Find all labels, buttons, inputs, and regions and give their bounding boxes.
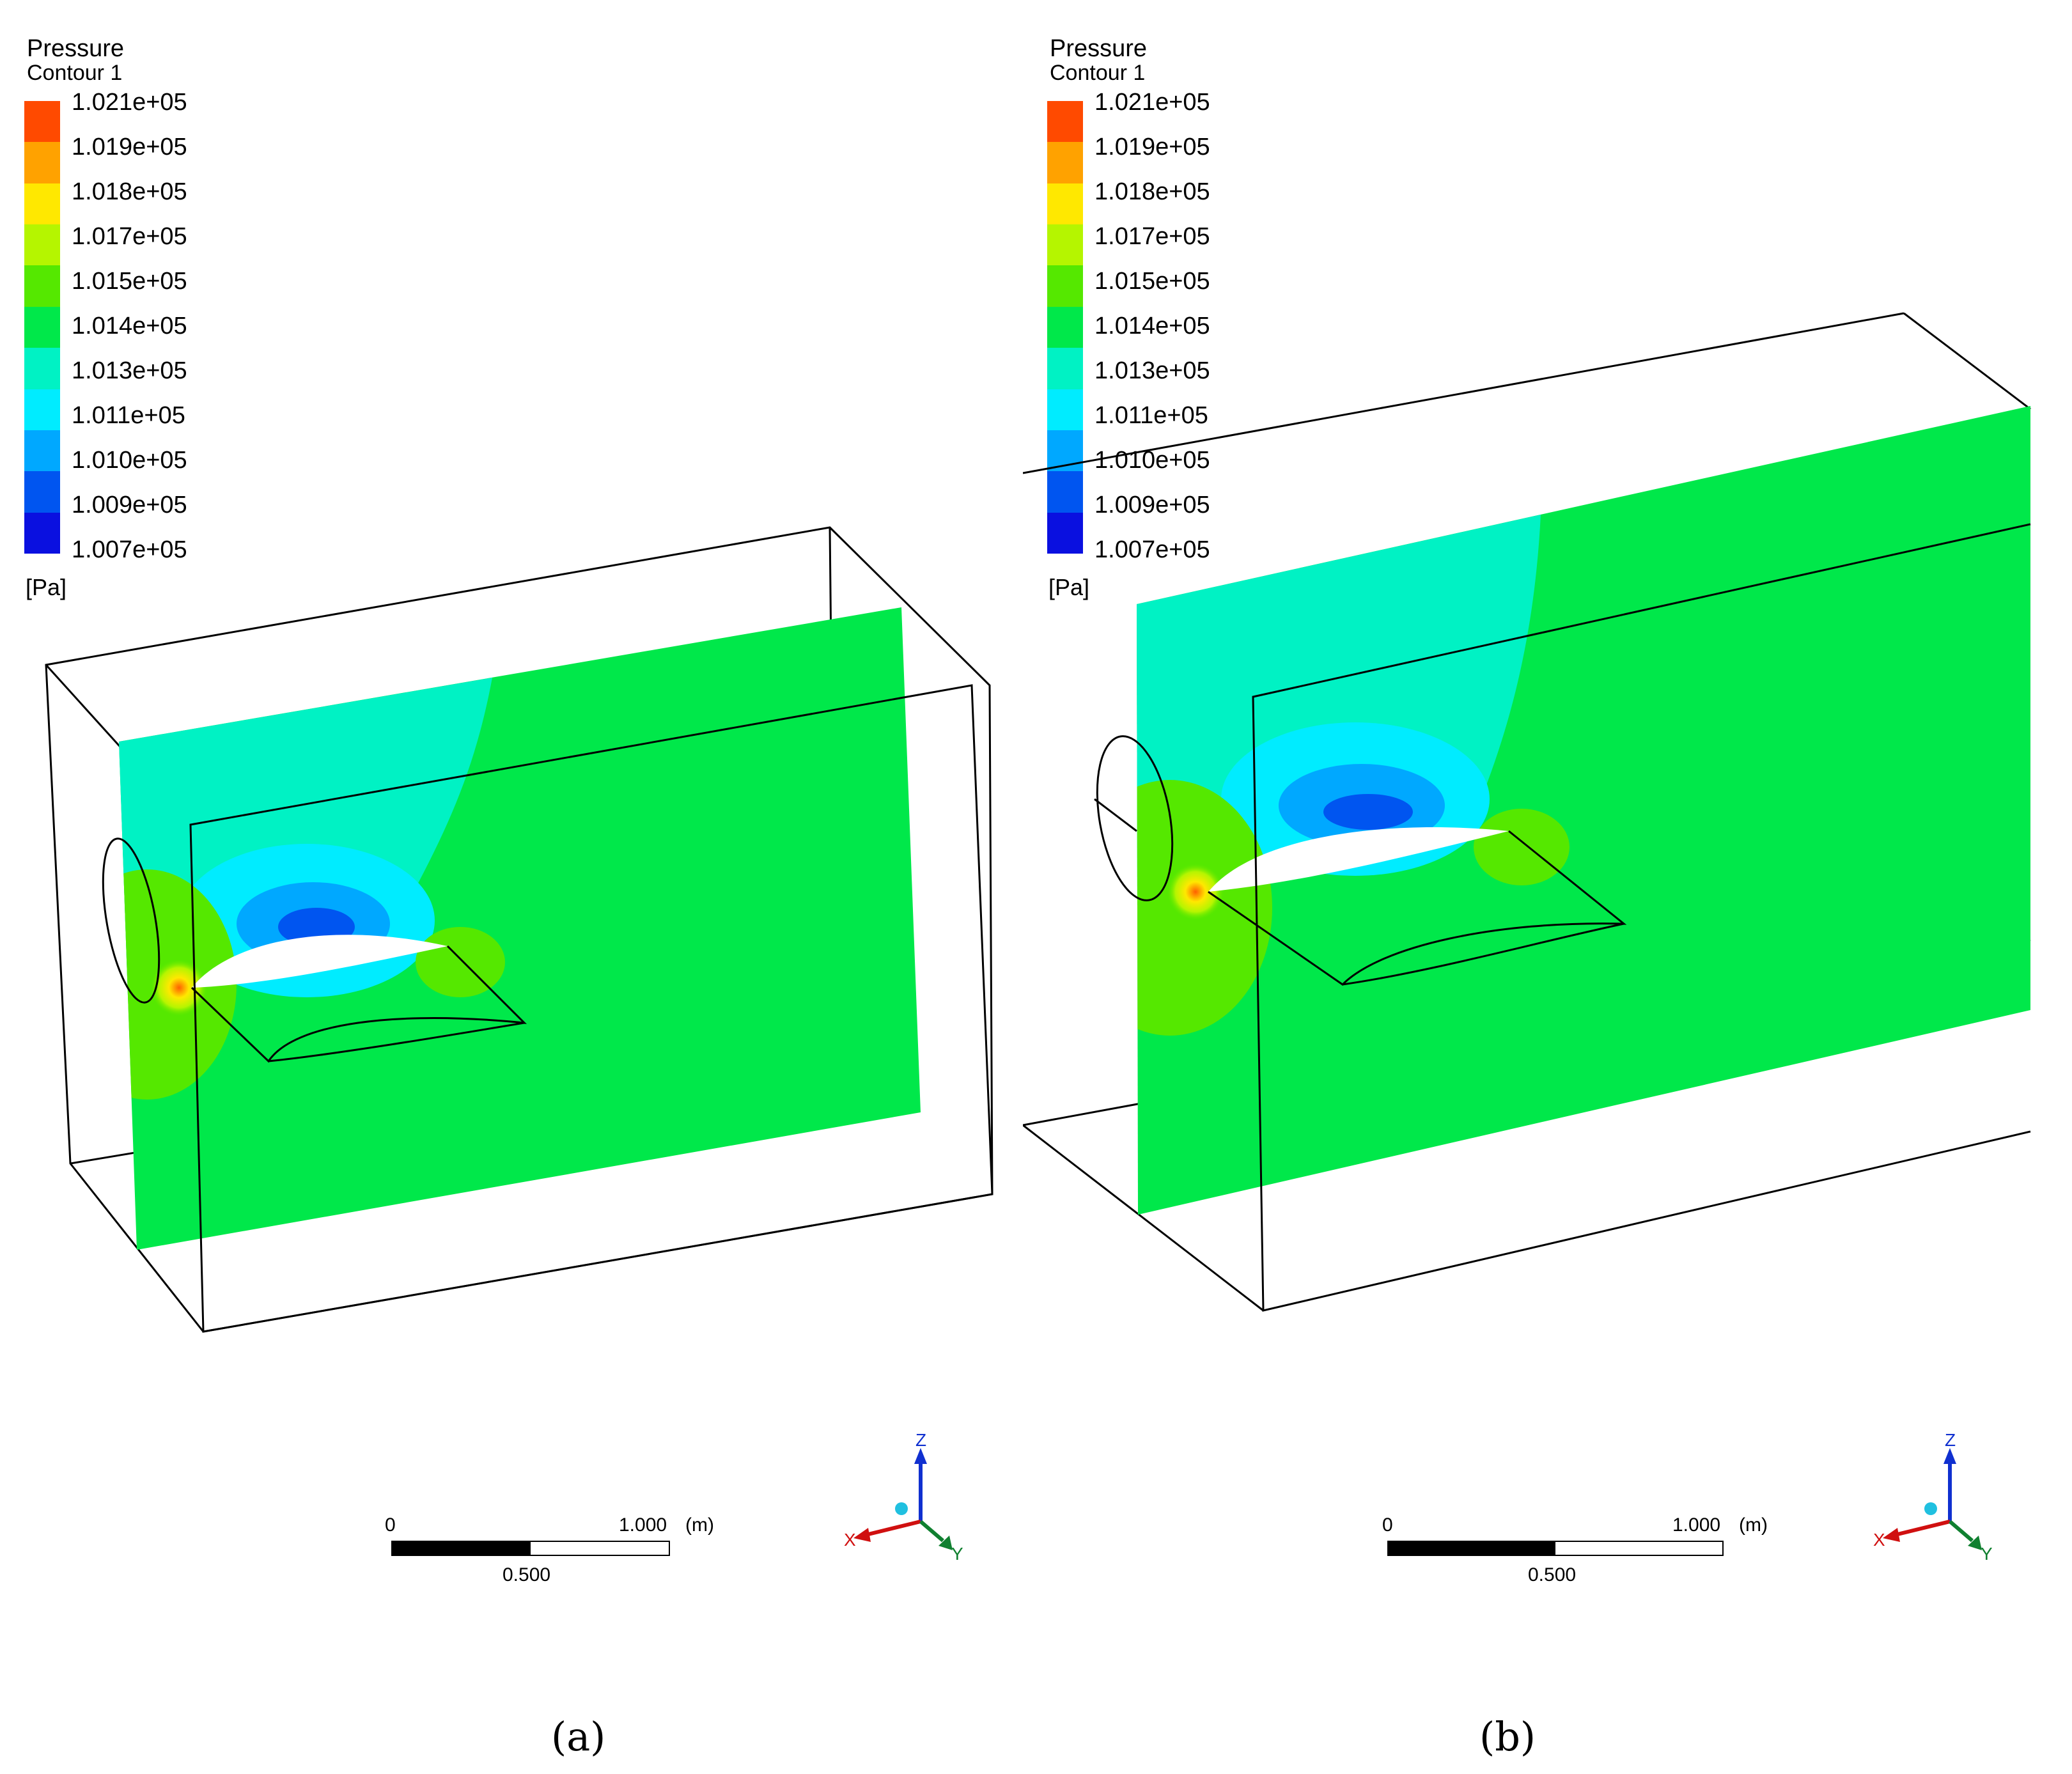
scale-unit-label: (m) [1739,1514,1768,1536]
legend-label: 1.014e+05 [1094,313,1210,339]
legend-subtitle: Contour 1 [1050,61,1146,85]
airfoil-section [192,935,448,988]
legend-color-band [1047,101,1083,143]
legend-label: 1.013e+05 [72,357,187,384]
legend-color-band [24,348,60,389]
legend-label: 1.011e+05 [72,402,185,429]
legend-label: 1.013e+05 [1094,357,1210,384]
legend-label: 1.010e+05 [72,447,187,474]
airfoil-section [1208,827,1509,892]
axis-y-label: Y [951,1544,963,1564]
scale-bar [391,1541,670,1556]
legend-color-band [24,512,60,554]
legend-label: 1.015e+05 [72,268,187,295]
legend-label: 1.007e+05 [72,536,187,563]
legend-color-band [1047,348,1083,389]
legend-unit: [Pa] [26,574,67,600]
axis-z-label: Z [1945,1432,1956,1450]
axis-y-label: Y [1981,1544,1993,1564]
scale-end-label: 1.000 [1672,1514,1721,1536]
domain-front-face [1252,523,2031,1312]
axis-triad: Z X Y [1873,1432,1993,1564]
axis-x-label: X [1873,1530,1885,1550]
legend-color-band [24,430,60,472]
legend-title: Pressure [27,35,125,62]
axis-triad: Z X Y [844,1432,963,1564]
legend-unit: [Pa] [1048,574,1090,600]
legend-label: 1.019e+05 [1094,134,1210,160]
panel-b: Pressure Contour 1 1.021e+05 1.019e+05 1… [1023,0,2046,1774]
legend-label: 1.009e+05 [1094,492,1210,518]
legend-color-bar [1047,101,1083,554]
scale-start-label: 0 [1382,1514,1393,1536]
legend-color-band [1047,471,1083,513]
panel-caption: (a) [551,1713,606,1760]
legend-label: 1.019e+05 [72,134,187,160]
legend-subtitle: Contour 1 [27,61,123,85]
legend-label: 1.007e+05 [1094,536,1210,563]
scale-end-label: 1.000 [619,1514,667,1536]
scale-start-label: 0 [385,1514,396,1536]
legend-label: 1.010e+05 [1094,447,1210,474]
legend-color-band [1047,389,1083,430]
axis-x-label: X [844,1530,856,1550]
legend-color-band [1047,306,1083,348]
legend-color-band [1047,512,1083,554]
legend-color-band [1047,224,1083,266]
legend-label: 1.011e+05 [1094,402,1208,429]
scale-bar [1387,1541,1724,1556]
legend-label: 1.015e+05 [1094,268,1210,295]
legend-color-band [24,224,60,266]
legend-color-band [1047,142,1083,183]
panel-a: Pressure Contour 1 1.021e+05 1.019e+05 1… [0,0,1023,1774]
legend-label: 1.021e+05 [72,89,187,116]
pressure-contour-plane [1137,406,2030,1215]
legend-label: 1.018e+05 [1094,178,1210,205]
scale-unit-label: (m) [685,1514,714,1536]
legend-color-band [24,389,60,430]
legend-color-band [1047,265,1083,307]
legend-title: Pressure [1050,35,1148,62]
legend-color-band [24,142,60,183]
pressure-contour-plane [119,607,921,1250]
axis-z-label: Z [915,1432,926,1450]
scale-mid-label: 0.500 [1528,1564,1577,1585]
legend-label: 1.014e+05 [72,313,187,339]
domain-front-face [189,684,993,1333]
legend-color-band [24,471,60,513]
scale-mid-label: 0.500 [502,1564,551,1585]
legend-color-band [24,101,60,143]
legend-color-band [24,265,60,307]
legend-label: 1.009e+05 [72,492,187,518]
panel-caption: (b) [1479,1713,1536,1760]
contour-scene [1023,312,2031,1312]
legend-color-band [24,183,60,225]
contour-scene [45,526,993,1333]
legend-color-band [24,306,60,348]
legend-label: 1.017e+05 [72,223,187,250]
legend-color-bar [24,101,60,554]
legend-label: 1.021e+05 [1094,89,1210,116]
legend-label: 1.017e+05 [1094,223,1210,250]
legend-label: 1.018e+05 [72,178,187,205]
legend-color-band [1047,183,1083,225]
